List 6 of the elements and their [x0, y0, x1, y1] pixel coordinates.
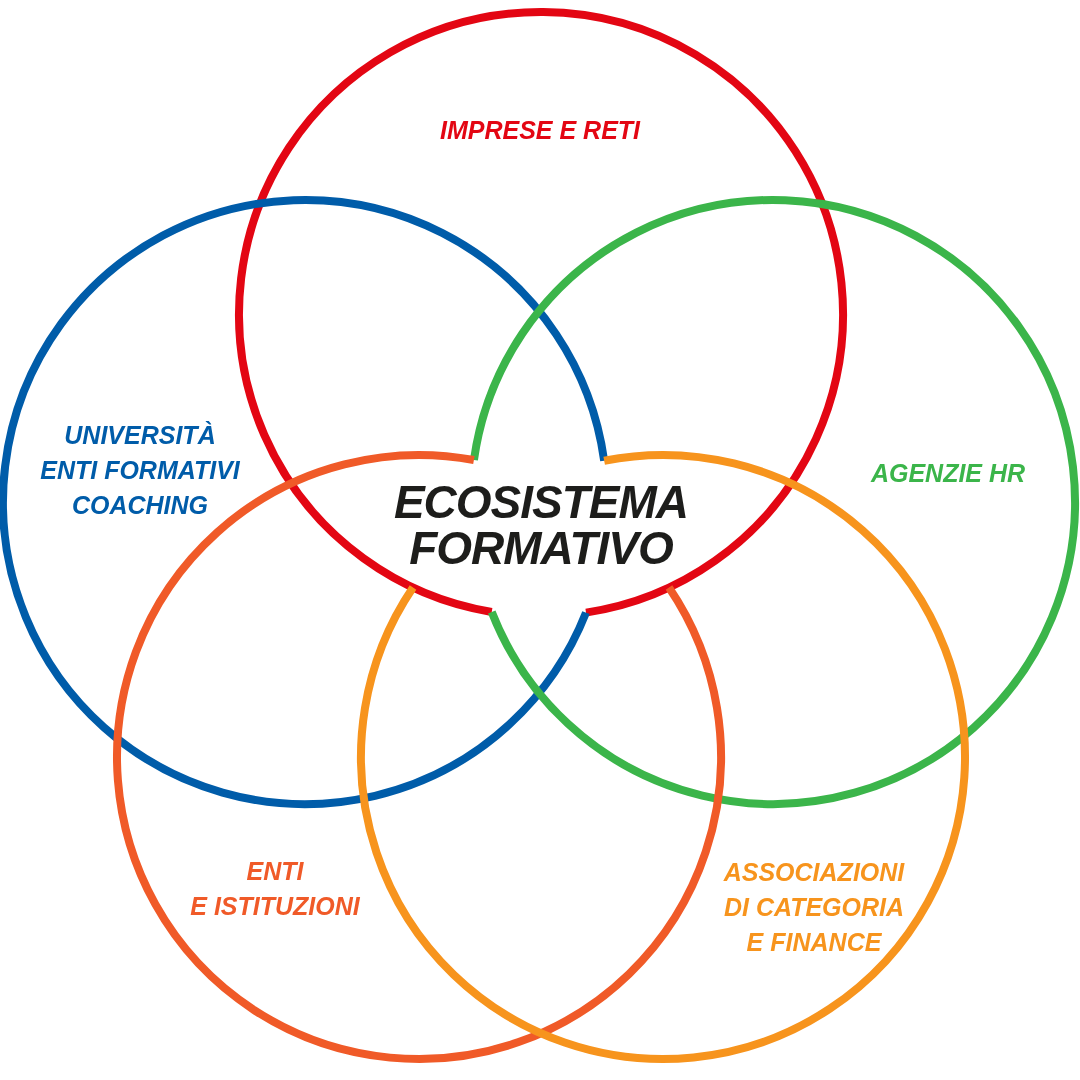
circle-label: ENTI E ISTITUZIONI	[190, 856, 360, 922]
circle-label: AGENZIE HR	[870, 457, 1026, 489]
center-title: ECOSISTEMA FORMATIVO	[393, 479, 689, 571]
circle-label: IMPRESE E RETI	[439, 114, 641, 146]
circle-label: UNIVERSITÀ ENTI FORMATIVI COACHING	[40, 419, 240, 521]
circle-label: ASSOCIAZIONI DI CATEGORIA E FINANCE	[723, 856, 905, 958]
